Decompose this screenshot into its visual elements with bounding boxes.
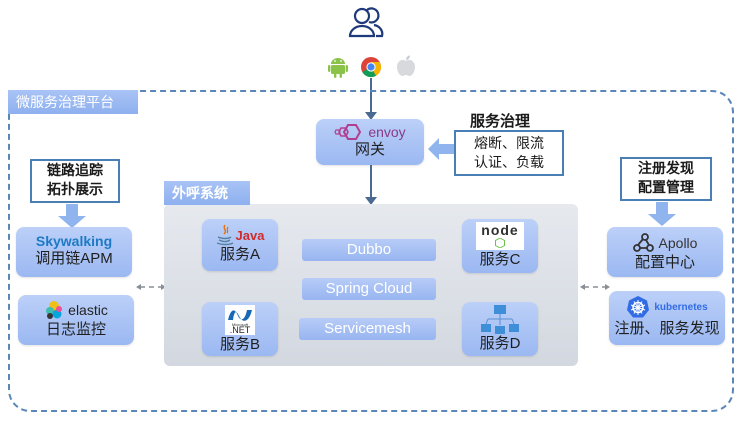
users-icon (348, 7, 384, 38)
kubernetes-logo-text: kubernetes (654, 301, 708, 313)
block-arrow-down-icon (58, 204, 86, 228)
service-b-node[interactable]: Microsoft .NET 服务B (202, 302, 278, 356)
service-d-label: 服务D (479, 335, 521, 352)
java-logo-text: Java (235, 227, 265, 243)
org-chart-icon (481, 305, 519, 334)
gateway-node[interactable]: envoy 网关 (316, 119, 424, 165)
microsoft-text: Microsoft (231, 322, 249, 327)
nodejs-logo-icon: node (476, 222, 524, 250)
service-c-label: 服务C (479, 251, 521, 268)
governance-title: 服务治理 (470, 113, 531, 130)
tracing-callout: 链路追踪 拓扑展示 (30, 159, 120, 203)
right-bidirectional-arrow (580, 284, 610, 290)
framework-servicemesh[interactable]: Servicemesh (299, 318, 436, 340)
service-discovery-node[interactable]: kubernetes 注册、服务发现 (609, 291, 725, 345)
registry-callout: 注册发现 配置管理 (620, 157, 712, 201)
registry-callout-line1: 注册发现 (638, 160, 694, 176)
service-c-node[interactable]: node 服务C (462, 219, 538, 273)
chrome-icon (361, 57, 382, 78)
android-icon (328, 58, 348, 78)
java-logo-icon (216, 224, 233, 246)
kubernetes-logo-icon (627, 296, 650, 318)
elastic-logo-icon (46, 301, 63, 319)
registry-callout-line2: 配置管理 (638, 179, 694, 195)
platform-title: 微服务治理平台 (8, 90, 138, 114)
apollo-logo-icon (632, 233, 654, 252)
service-a-node[interactable]: Java 服务A (202, 219, 278, 271)
nodejs-logo-text: node (481, 222, 519, 238)
dotnet-logo-icon: Microsoft .NET (225, 305, 255, 335)
framework-dubbo[interactable]: Dubbo (302, 239, 436, 261)
elastic-logo-text: elastic (68, 302, 108, 318)
service-d-node[interactable]: 服务D (462, 302, 538, 356)
log-monitor-node[interactable]: elastic 日志监控 (18, 295, 134, 345)
service-discovery-label: 注册、服务发现 (614, 320, 720, 337)
gateway-label: 网关 (354, 141, 385, 158)
tracing-callout-line2: 拓扑展示 (47, 181, 103, 197)
gateway-to-system-connector (370, 165, 372, 199)
config-center-node[interactable]: Apollo 配置中心 (607, 227, 723, 277)
apm-label: 调用链APM (35, 250, 113, 267)
service-a-label: 服务A (219, 246, 260, 263)
envoy-logo-text: envoy (368, 124, 406, 140)
apple-icon (397, 55, 415, 76)
block-arrow-left-icon (428, 138, 454, 160)
log-monitor-label: 日志监控 (45, 321, 106, 338)
framework-spring-cloud[interactable]: Spring Cloud (302, 278, 436, 300)
skywalking-logo-text: Skywalking (35, 233, 113, 249)
system-title: 外呼系统 (164, 181, 250, 205)
governance-line2: 认证、负载 (474, 154, 544, 170)
platform-boundary (8, 90, 734, 412)
governance-callout: 熔断、限流 认证、负载 (454, 130, 564, 176)
apollo-logo-text: Apollo (658, 235, 698, 251)
governance-line1: 熔断、限流 (474, 135, 544, 151)
left-bidirectional-arrow (136, 284, 166, 290)
apm-node[interactable]: Skywalking 调用链APM (16, 227, 132, 277)
client-to-gateway-connector (370, 78, 372, 116)
block-arrow-down-icon (648, 202, 676, 226)
tracing-callout-line1: 链路追踪 (47, 162, 103, 178)
arrow-down-icon (365, 197, 377, 205)
dotnet-logo-text: .NET (229, 325, 251, 335)
service-b-label: 服务B (219, 336, 260, 353)
envoy-logo-icon (334, 124, 362, 140)
arrow-down-icon (365, 112, 377, 120)
config-center-label: 配置中心 (634, 254, 695, 271)
